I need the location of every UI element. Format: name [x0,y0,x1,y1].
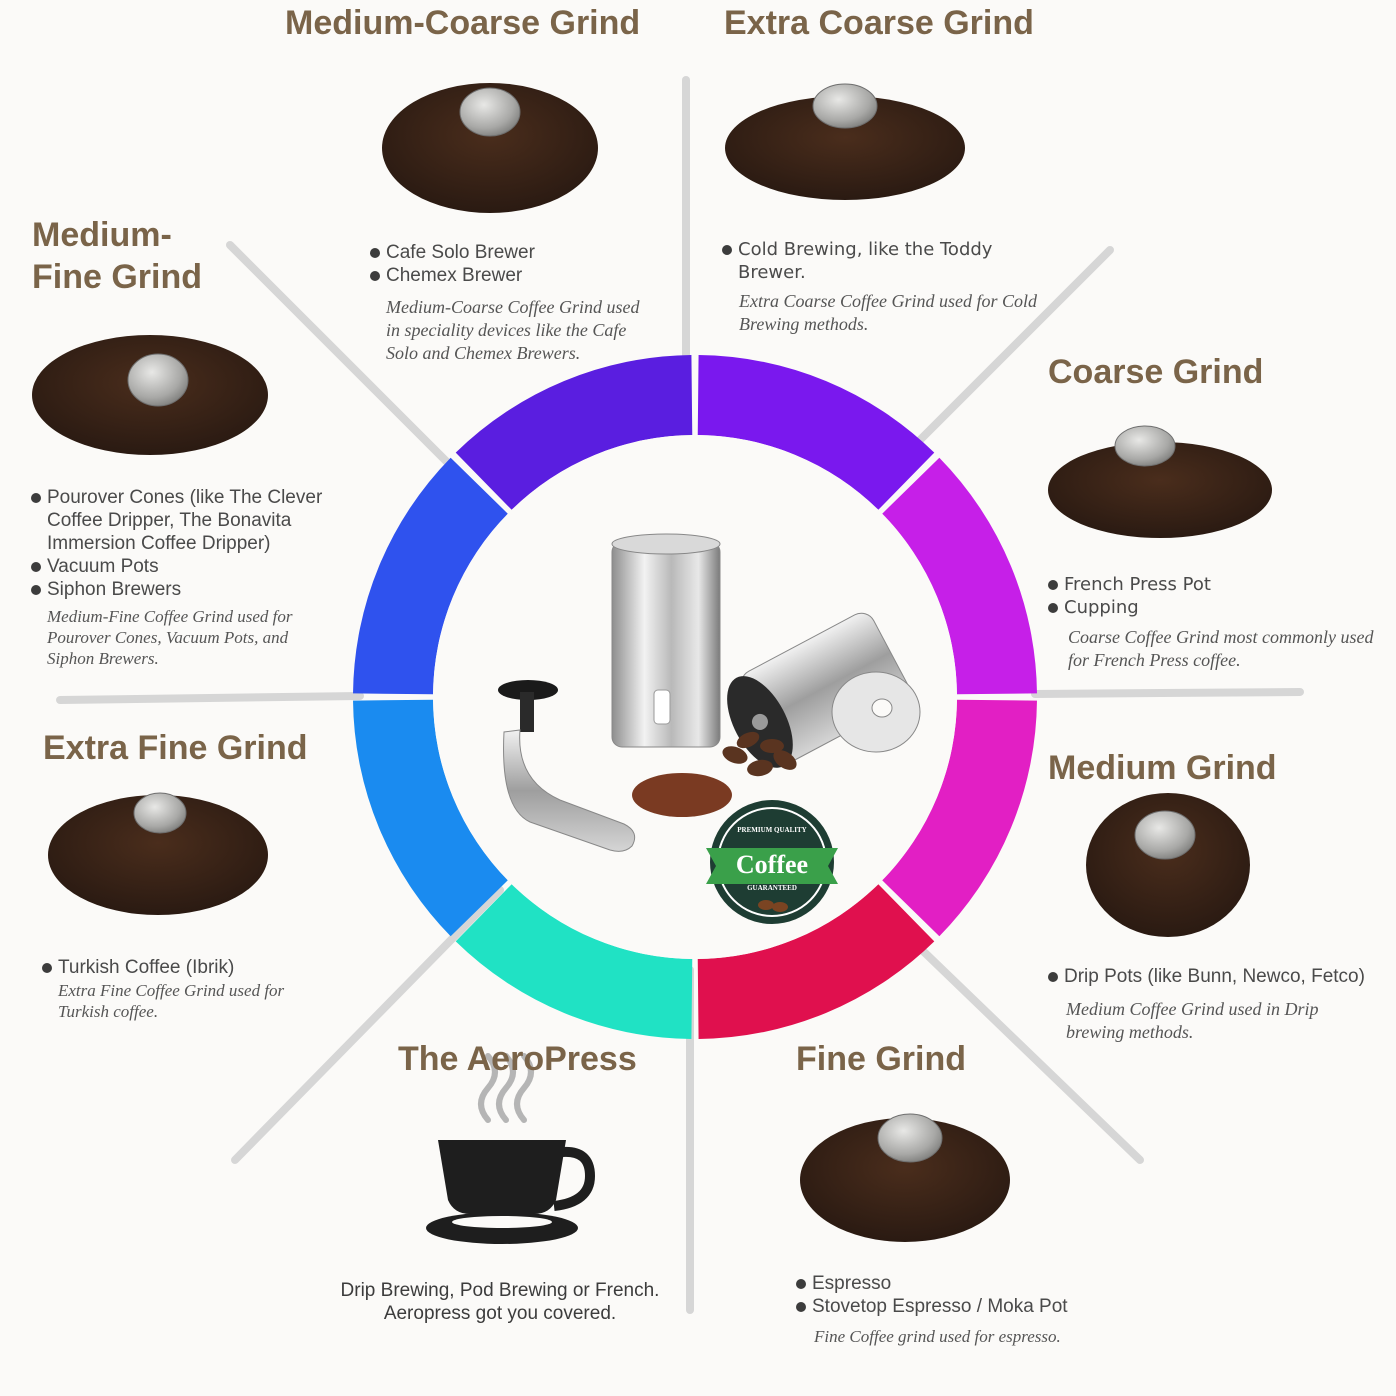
aeropress-caption-line2: Aeropress got you covered. [383,1303,617,1324]
coffee-pile-coarse [1048,425,1272,538]
coffee-pile-fine [800,1113,1010,1242]
desc-medium: Medium Coffee Grind used in Drip brewing… [1066,999,1319,1042]
desc-extra-fine: Extra Fine Coffee Grind used for Turkish… [58,981,285,1021]
desc-coarse: Coarse Coffee Grind most commonly used f… [1068,627,1374,670]
bullet-item: Pourover Cones (like The Clever Coffee D… [31,486,351,555]
ring-segment [697,355,935,510]
divider-line-right [1031,688,1304,698]
title-extra-coarse-grind: Extra Coarse Grind [724,4,1034,42]
bullets-medium-fine: Pourover Cones (like The Clever Coffee D… [31,486,351,601]
bullet-item: Siphon Brewers [31,578,351,601]
bullet-item: Cupping [1048,596,1368,619]
title-aeropress: The AeroPress [398,1040,637,1078]
coffee-cup-icon [426,1053,596,1244]
coffee-pile-extra-coarse [725,83,965,200]
desc-fine: Fine Coffee grind used for espresso. [814,1327,1061,1346]
title-medium-coarse-grind: Medium-Coarse Grind [285,4,641,42]
bullet-item: Espresso [796,1272,1116,1295]
coffee-pile-medium-fine [32,335,268,455]
bullet-item: Chemex Brewer [370,264,660,287]
coffee-pile-medium [1086,793,1250,937]
coffee-pile-medium-coarse [382,83,598,213]
title-medium-fine-grind-line2: Fine Grind [32,258,202,296]
bullets-medium: Drip Pots (like Bunn, Newco, Fetco) [1048,965,1393,988]
ring-segment [455,884,693,1039]
ring-segment [353,699,508,937]
aeropress-caption-line1: Drip Brewing, Pod Brewing or French. [340,1280,660,1301]
bullet-item: Turkish Coffee (Ibrik) [42,956,302,979]
ring-segment [455,355,693,510]
bullet-item: Vacuum Pots [31,555,351,578]
divider-line-left [56,692,364,704]
bullet-item: Cold Brewing, like the Toddy Brewer. [722,238,1012,284]
ring-segment [882,457,1037,695]
title-coarse-grind: Coarse Grind [1048,353,1264,391]
title-medium-grind: Medium Grind [1048,749,1277,787]
bullet-item: French Press Pot [1048,573,1368,596]
bullets-extra-coarse: Cold Brewing, like the Toddy Brewer. [722,238,1012,284]
desc-medium-coarse: Medium-Coarse Coffee Grind used in speci… [386,297,640,363]
desc-extra-coarse: Extra Coarse Coffee Grind used for Cold … [739,291,1037,334]
ring-segment [697,884,935,1039]
coffee-pile-extra-fine [48,792,268,915]
coffee-grinder-image [498,533,921,852]
ring-segment [882,699,1037,937]
ring-segment [353,457,508,695]
title-medium-fine-grind-line1: Medium- [32,216,172,254]
bullet-item: Drip Pots (like Bunn, Newco, Fetco) [1048,965,1393,988]
badge-top-text: PREMIUM QUALITY [737,826,807,834]
coffee-badge-icon [706,800,838,924]
title-fine-grind: Fine Grind [796,1040,966,1078]
bullets-extra-fine: Turkish Coffee (Ibrik) [42,956,302,979]
badge-main-text: Coffee [735,850,809,879]
badge-bottom-text: GUARANTEED [747,884,797,892]
divider-line-bottom-left [231,886,504,1164]
title-extra-fine-grind: Extra Fine Grind [43,729,308,767]
bullets-fine: Espresso Stovetop Espresso / Moka Pot [796,1272,1116,1318]
bullet-item: Cafe Solo Brewer [370,241,660,264]
bullets-medium-coarse: Cafe Solo Brewer Chemex Brewer [370,241,660,287]
bullet-item: Stovetop Espresso / Moka Pot [796,1295,1116,1318]
bullets-coarse: French Press Pot Cupping [1048,573,1368,619]
desc-medium-fine: Medium-Fine Coffee Grind used for Pourov… [47,607,293,668]
